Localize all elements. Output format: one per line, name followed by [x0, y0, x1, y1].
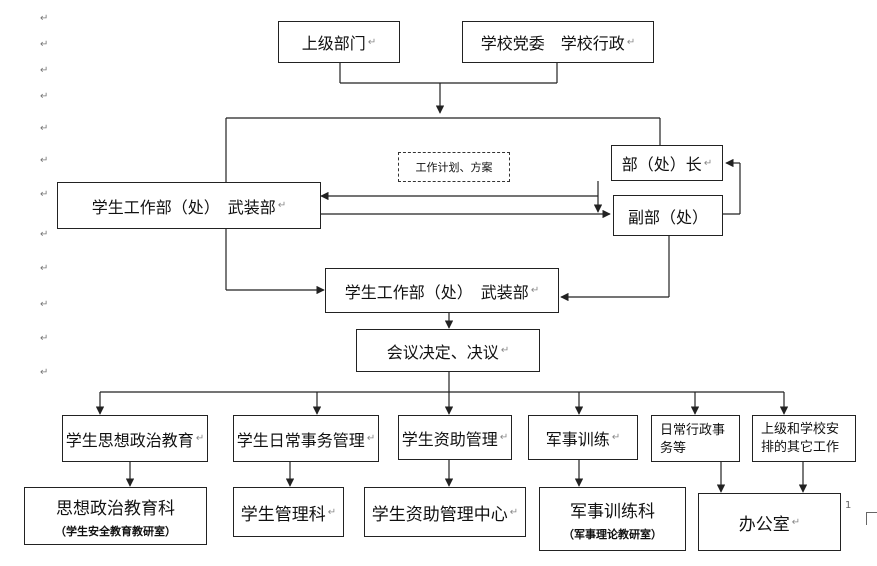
office-label: 学生管理科	[240, 504, 326, 525]
paragraph-mark-icon: ↵	[40, 91, 49, 102]
deputy-head-box: 副部（处）	[613, 195, 723, 236]
school-party-admin-box: 学校党委 学校行政↵	[462, 21, 654, 63]
branch-label: 学生日常事务管理	[236, 430, 365, 450]
branch-daily-admin: 日常行政事务等	[651, 415, 740, 462]
paragraph-mark-icon: ↵	[626, 36, 636, 48]
branch-financial-aid: 学生资助管理↵	[398, 415, 512, 460]
office-label: 军事训练科	[570, 501, 655, 522]
student-affairs-upper-label: 学生工作部（处） 武装部	[91, 197, 276, 217]
department-head-box: 部（处）长↵	[611, 145, 723, 181]
paragraph-mark-icon: ↵	[40, 13, 49, 24]
meeting-decision-label: 会议决定、决议	[386, 342, 499, 362]
paragraph-mark-icon: ↵	[703, 157, 713, 169]
paragraph-mark-icon: ↵	[40, 333, 49, 344]
work-plan-note-label: 工作计划、方案	[415, 161, 493, 174]
office-label: 办公室	[738, 514, 790, 535]
branch-label: 日常行政事务等	[660, 423, 726, 456]
work-plan-note: 工作计划、方案	[398, 152, 510, 182]
superior-department-box: 上级部门↵	[278, 21, 400, 63]
deputy-head-label: 副部（处）	[627, 207, 708, 227]
paragraph-mark-icon: ↵	[195, 433, 205, 444]
branch-label: 学生资助管理	[401, 429, 498, 449]
paragraph-mark-icon: ↵	[327, 506, 337, 518]
student-affairs-lower-label: 学生工作部（处） 武装部	[344, 282, 529, 302]
paragraph-mark-icon: ↵	[500, 345, 510, 356]
paragraph-mark-icon: ↵	[40, 39, 49, 50]
paragraph-mark-icon: ↵	[40, 65, 49, 76]
paragraph-mark-icon: ↵	[277, 200, 287, 211]
office-general-office: 办公室↵	[698, 493, 841, 551]
office-student-management: 学生管理科↵	[233, 487, 344, 537]
office-financial-aid-center: 学生资助管理中心↵	[364, 487, 526, 537]
paragraph-mark-icon: ↵	[40, 263, 49, 274]
page-number: 1	[845, 500, 851, 511]
paragraph-mark-icon: ↵	[40, 367, 49, 378]
paragraph-mark-icon: ↵	[530, 285, 540, 296]
paragraph-mark-icon: ↵	[791, 516, 801, 528]
paragraph-mark-icon: ↵	[509, 506, 519, 518]
superior-department-label: 上级部门	[301, 34, 366, 53]
branch-label: 军事训练	[545, 429, 610, 449]
page-corner-mark	[866, 512, 877, 525]
office-label: 思想政治教育科	[56, 498, 175, 519]
branch-ideological-education: 学生思想政治教育↵	[62, 415, 208, 462]
office-label: 学生资助管理中心	[371, 504, 508, 525]
paragraph-mark-icon: ↵	[40, 299, 49, 310]
meeting-decision-box: 会议决定、决议↵	[356, 329, 540, 372]
paragraph-mark-icon: ↵	[611, 432, 621, 443]
paragraph-mark-icon: ↵	[40, 123, 49, 134]
page-number-value: 1	[845, 500, 852, 511]
office-ideological-education: 思想政治教育科 （学生安全教育教研室）	[24, 487, 207, 545]
school-party-admin-label: 学校党委 学校行政	[480, 34, 625, 53]
branch-daily-affairs: 学生日常事务管理↵	[233, 415, 379, 462]
paragraph-mark-icon: ↵	[40, 189, 49, 200]
student-affairs-upper-box: 学生工作部（处） 武装部↵	[57, 182, 321, 229]
office-note: （学生安全教育教研室）	[55, 524, 176, 538]
branch-label: 学生思想政治教育	[65, 430, 194, 450]
paragraph-mark-icon: ↵	[366, 433, 376, 444]
office-note: （军事理论教研室）	[563, 527, 662, 541]
office-military-training: 军事训练科 （军事理论教研室）	[539, 487, 686, 551]
paragraph-mark-icon: ↵	[40, 155, 49, 166]
paragraph-mark-icon: ↵	[367, 36, 377, 48]
paragraph-mark-icon: ↵	[499, 432, 509, 443]
student-affairs-lower-box: 学生工作部（处） 武装部↵	[325, 268, 559, 313]
paragraph-mark-icon: ↵	[40, 229, 49, 240]
department-head-label: 部（处）长	[621, 155, 702, 174]
branch-label: 上级和学校安排的其它工作	[761, 421, 840, 455]
branch-other-work: 上级和学校安排的其它工作	[752, 415, 856, 462]
branch-military-training: 军事训练↵	[528, 415, 638, 460]
